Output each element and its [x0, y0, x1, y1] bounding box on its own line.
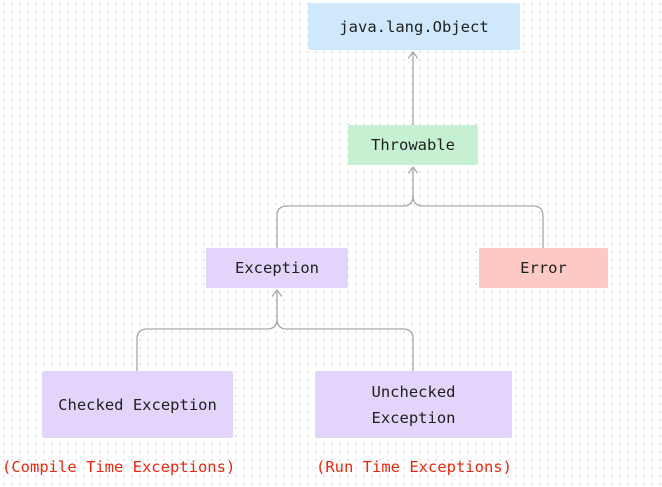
node-java-lang-object[interactable]: java.lang.Object	[308, 3, 520, 50]
edge-exception-to-throwable	[276, 167, 414, 248]
node-unchecked-exception-label: Unchecked Exception	[371, 382, 456, 427]
node-java-lang-object-label: java.lang.Object	[339, 17, 489, 36]
node-unchecked-exception[interactable]: Unchecked Exception	[315, 371, 512, 438]
node-exception[interactable]: Exception	[206, 248, 348, 288]
edge-unchecked-to-exception	[276, 318, 414, 371]
node-error[interactable]: Error	[479, 248, 608, 288]
node-error-label: Error	[520, 259, 567, 277]
arrowhead-throwable	[407, 166, 419, 174]
edge-error-to-throwable	[412, 195, 544, 248]
arrowhead-object	[407, 51, 419, 59]
node-checked-exception-label: Checked Exception	[58, 395, 217, 414]
edge-checked-to-exception	[136, 290, 278, 371]
caption-compile-time-exceptions: (Compile Time Exceptions)	[2, 458, 236, 476]
node-exception-label: Exception	[235, 259, 319, 277]
node-checked-exception[interactable]: Checked Exception	[42, 371, 233, 438]
arrowhead-exception	[271, 289, 283, 297]
node-throwable[interactable]: Throwable	[348, 125, 478, 165]
node-throwable-label: Throwable	[371, 136, 455, 154]
caption-run-time-exceptions: (Run Time Exceptions)	[316, 458, 512, 476]
